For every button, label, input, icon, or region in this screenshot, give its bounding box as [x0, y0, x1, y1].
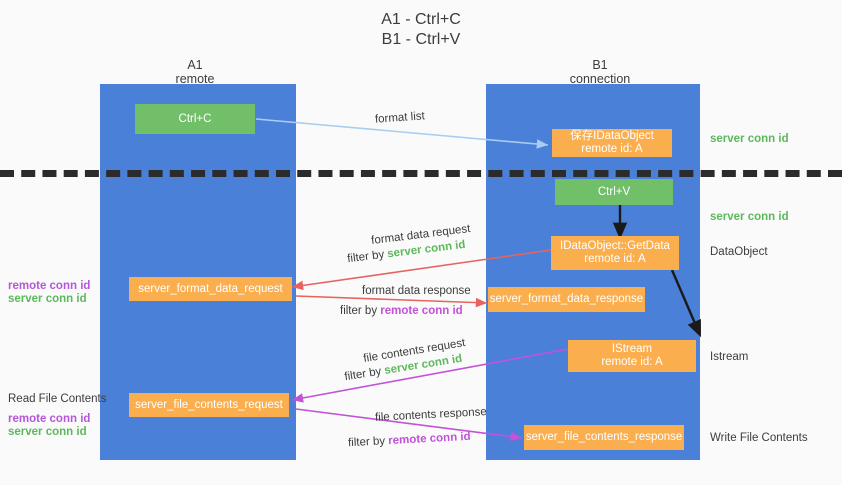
- filter-prefix-2: filter by: [340, 305, 381, 317]
- divider-dashed-line: [0, 170, 842, 177]
- edge-label-format-data-response: format data response: [362, 285, 471, 297]
- node-ctrl-c[interactable]: Ctrl+C: [135, 104, 255, 134]
- left-label-read-file-contents: Read File Contents: [8, 393, 107, 405]
- filter-prefix-3: filter by: [343, 365, 386, 384]
- left-label-remote-conn-id-lower: remote conn id: [8, 413, 91, 425]
- node-server-format-data-response[interactable]: server_format_data_response: [488, 287, 645, 312]
- node-save-idataobject[interactable]: 保存IDataObject remote id: A: [552, 129, 672, 157]
- filter-key-remote-conn-id-2: remote conn id: [387, 430, 471, 448]
- node-server-format-data-request[interactable]: server_format_data_request: [129, 277, 292, 301]
- edge-label-file-contents-response-filter: filter by remote conn id: [348, 430, 471, 451]
- filter-prefix-1: filter by: [346, 248, 389, 266]
- right-label-server-conn-id-second: server conn id: [710, 211, 789, 223]
- right-label-server-conn-id-top: server conn id: [710, 133, 789, 145]
- node-idataobject-getdata[interactable]: IDataObject::GetData remote id: A: [551, 236, 679, 270]
- diagram-title: A1 - Ctrl+C B1 - Ctrl+V: [381, 11, 461, 48]
- filter-prefix-4: filter by: [347, 435, 389, 450]
- node-server-file-contents-response[interactable]: server_file_contents_response: [524, 425, 684, 450]
- lane-header-b1: B1 connection: [569, 58, 631, 86]
- right-label-istream: Istream: [710, 351, 749, 363]
- lane-header-a1: A1 remote: [175, 58, 215, 86]
- node-istream[interactable]: IStream remote id: A: [568, 340, 696, 372]
- filter-key-remote-conn-id-1: remote conn id: [380, 305, 463, 317]
- edge-label-format-data-response-filter: filter by remote conn id: [340, 304, 463, 319]
- edge-label-file-contents-response: file contents response: [374, 406, 488, 424]
- edge-label-format-list: format list: [374, 110, 426, 126]
- left-label-server-conn-id-lower: server conn id: [8, 426, 87, 438]
- right-label-dataobject: DataObject: [710, 246, 768, 258]
- node-ctrl-v[interactable]: Ctrl+V: [555, 179, 673, 205]
- node-server-file-contents-request[interactable]: server_file_contents_request: [129, 393, 289, 417]
- right-label-write-file-contents: Write File Contents: [710, 432, 808, 444]
- left-label-server-conn-id-upper: server conn id: [8, 293, 87, 305]
- left-label-remote-conn-id-upper: remote conn id: [8, 280, 91, 292]
